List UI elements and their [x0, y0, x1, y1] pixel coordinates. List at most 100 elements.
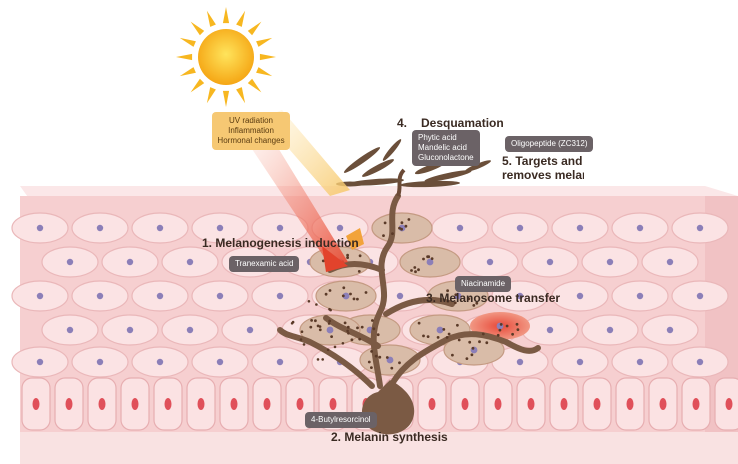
melanin-granule: [516, 328, 520, 331]
cell-nucleus: [156, 358, 164, 366]
melanin-granule: [400, 227, 403, 231]
cell-nucleus: [186, 258, 194, 266]
melanin-granule: [356, 297, 359, 301]
cell-nucleus: [66, 326, 74, 334]
basal-nucleus: [329, 398, 337, 410]
melanin-granule: [370, 350, 373, 353]
cell-nucleus: [216, 224, 224, 232]
cell-nucleus: [516, 292, 524, 300]
melanin-granule: [456, 323, 459, 327]
melanin-granule: [346, 325, 350, 329]
basal-nucleus: [428, 398, 436, 410]
melanin-granule: [481, 332, 485, 336]
melanin-granule: [515, 322, 519, 326]
melanin-granule: [329, 308, 332, 312]
basal-nucleus: [692, 398, 700, 410]
sun-ray: [179, 37, 196, 47]
melanin-granule: [390, 366, 394, 370]
basal-nucleus: [659, 398, 667, 410]
cell-nucleus: [696, 224, 704, 232]
melanin-granule: [442, 328, 446, 331]
basal-nucleus: [494, 398, 502, 410]
melanin-granule: [505, 324, 509, 328]
cell-nucleus: [666, 326, 674, 334]
trigger-inflammation: Inflammation: [228, 126, 274, 135]
melanin-granule: [371, 319, 374, 322]
melanin-granule: [321, 259, 325, 263]
melanin-granule: [468, 340, 472, 344]
melanin-granule: [398, 361, 401, 365]
cell-nucleus: [216, 292, 224, 300]
melanin-granule: [430, 257, 434, 260]
dermis-edge: [20, 432, 738, 464]
cell-nucleus: [156, 292, 164, 300]
cell-nucleus: [342, 292, 350, 300]
melanin-granule: [383, 221, 387, 225]
sun-ray: [176, 53, 193, 61]
melanin-granule: [382, 234, 385, 238]
cell-nucleus: [246, 326, 254, 334]
basal-nucleus: [725, 398, 733, 410]
melanin-granule: [360, 325, 364, 329]
phytic-acid: Phytic acid: [418, 133, 457, 142]
melanin-granule: [350, 338, 354, 342]
cell-nucleus: [546, 326, 554, 334]
melanin-granule: [372, 327, 376, 331]
melanin-granule: [349, 292, 352, 296]
cell-nucleus: [96, 224, 104, 232]
melanin-granule: [417, 321, 421, 325]
basal-nucleus: [593, 398, 601, 410]
melanin-granule: [367, 360, 371, 364]
melanin-granule: [316, 358, 320, 361]
basal-nucleus: [461, 398, 469, 410]
melanin-granule: [290, 322, 294, 325]
sun-ray: [256, 67, 273, 77]
cell-nucleus: [426, 258, 434, 266]
cell-nucleus: [666, 258, 674, 266]
step2-label: 2. Melanin synthesis: [331, 430, 448, 444]
melanin-granule: [451, 353, 454, 357]
melanin-granule: [457, 338, 461, 342]
cell-nucleus: [126, 258, 134, 266]
sun-ray: [222, 90, 230, 107]
melanin-granule: [316, 324, 320, 328]
induction-arrowhead: [322, 246, 348, 272]
melanin-granule: [341, 342, 345, 345]
basal-nucleus: [263, 398, 271, 410]
melanin-granule: [356, 326, 359, 330]
cell-nucleus: [186, 326, 194, 334]
basal-nucleus: [65, 398, 73, 410]
induction-spark: [346, 228, 364, 250]
sun-ray: [256, 37, 273, 47]
basal-nucleus: [626, 398, 634, 410]
melanin-granule: [467, 297, 471, 301]
melanin-granule: [374, 354, 378, 358]
cell-nucleus: [126, 326, 134, 334]
melanocyte-dendrites: [277, 193, 541, 389]
melanin-granule: [330, 335, 333, 338]
melanin-granule: [376, 333, 380, 337]
sun-ray: [247, 21, 262, 36]
cell-nucleus: [576, 358, 584, 366]
melanin-granule: [326, 348, 330, 352]
cell-nucleus: [276, 358, 284, 366]
basal-nucleus: [560, 398, 568, 410]
melanin-granule: [324, 292, 328, 296]
melanin-granule: [422, 334, 425, 338]
cell-nucleus: [36, 292, 44, 300]
sun-ray: [190, 78, 205, 93]
melanin-granule: [496, 333, 500, 337]
cell-nucleus: [66, 258, 74, 266]
melanin-granule: [498, 328, 502, 332]
cell-nucleus: [396, 292, 404, 300]
melanin-granule: [342, 286, 346, 290]
melanin-granule: [413, 266, 417, 269]
basal-nucleus: [197, 398, 205, 410]
sun-ray: [247, 78, 262, 93]
melanocyte-surface-duct: [396, 168, 406, 197]
melanin-granule: [453, 301, 457, 305]
melanin-granule: [427, 255, 431, 259]
step1-label: 1. Melanogenesis induction: [202, 236, 359, 250]
melanin-granule: [454, 293, 458, 297]
